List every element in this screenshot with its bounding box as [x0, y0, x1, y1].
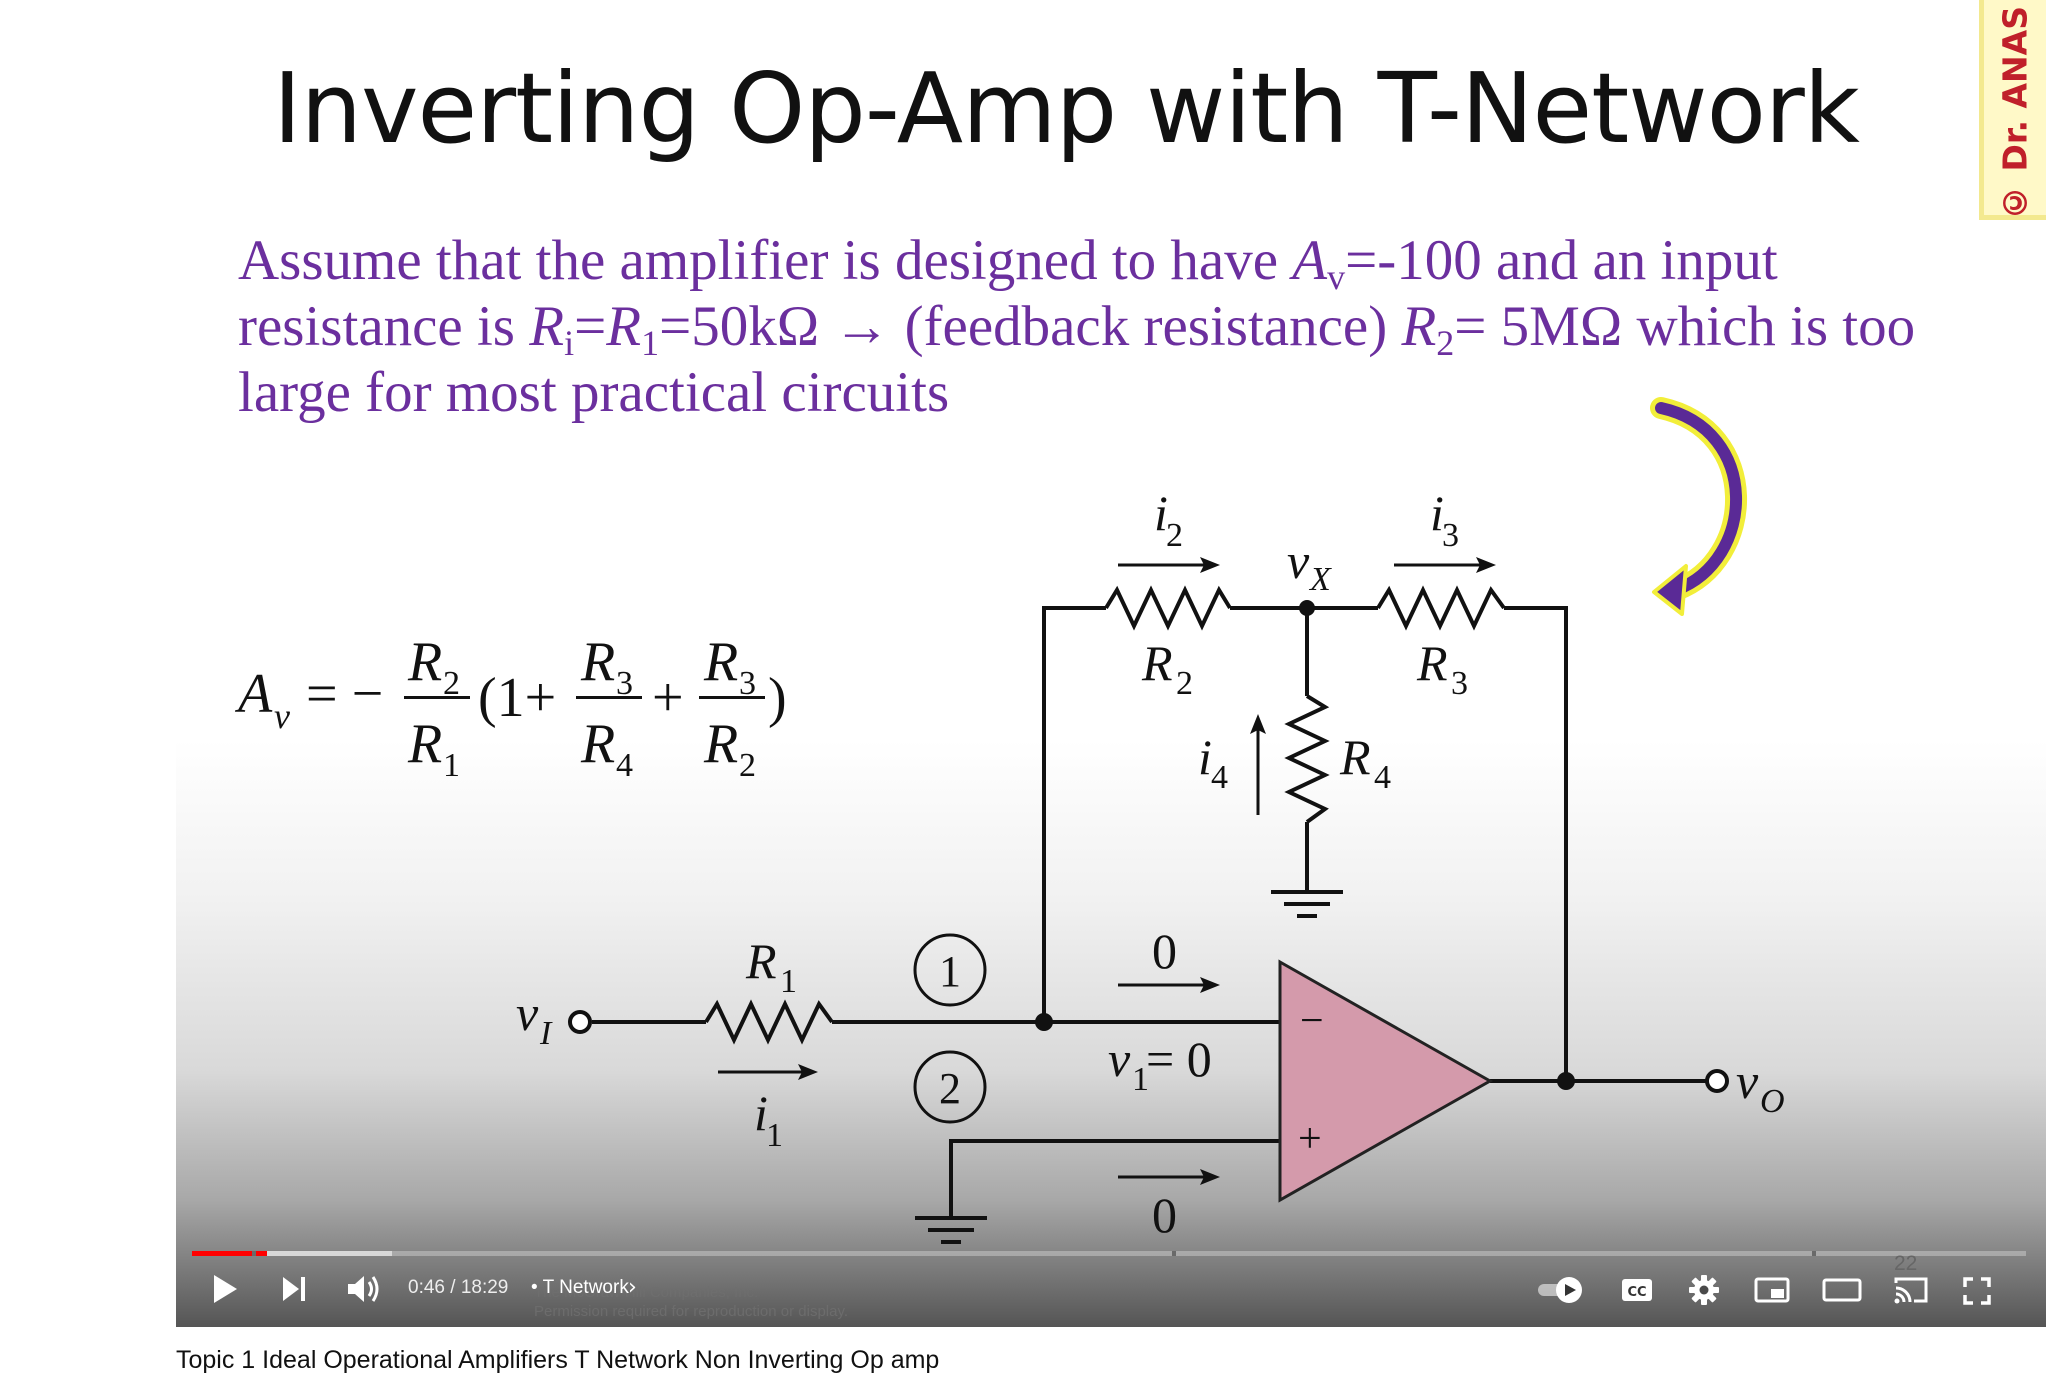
svg-text:R: R [703, 631, 738, 693]
svg-text:= −: = − [306, 663, 383, 725]
resistor-r1 [704, 999, 834, 1045]
svg-text:i: i [1198, 729, 1212, 785]
slide-paragraph: Assume that the amplifier is designed to… [238, 229, 1916, 424]
svg-text:2: 2 [939, 1064, 961, 1113]
curved-arrow-icon [1650, 397, 1747, 616]
svg-text:i: i [1154, 485, 1168, 541]
image-credit: The McGraw-Hill Companies, Inc.Permissio… [534, 1284, 849, 1320]
chapter-marker [1172, 1251, 1176, 1256]
slide-title: Inverting Op-Amp with T-Network [273, 52, 1860, 165]
svg-text:2: 2 [739, 747, 756, 784]
svg-text:v: v [516, 985, 539, 1041]
svg-text:4: 4 [1374, 759, 1391, 796]
ground-symbol-noninv [915, 1216, 987, 1244]
svg-text:0: 0 [1152, 1187, 1177, 1243]
chapter-marker [252, 1251, 256, 1256]
svg-text:1: 1 [939, 947, 961, 996]
svg-text:R: R [1339, 729, 1371, 785]
circuit-labels: i 2 i 3 v X R 2 R 3 R 4 i 4 R 1 v I i 1 … [516, 485, 1785, 1243]
resistor-r4 [1284, 694, 1330, 824]
miniplayer-icon[interactable] [1754, 1276, 1790, 1304]
svg-text:3: 3 [1451, 665, 1468, 702]
svg-text:1: 1 [766, 1117, 783, 1154]
svg-text:R: R [1416, 635, 1448, 691]
svg-text:R: R [1141, 635, 1173, 691]
gain-formula: A v = − R 2 R 1 (1+ R 3 R 4 + R 3 R 2 ) [234, 631, 787, 784]
svg-text:): ) [768, 667, 787, 729]
chapter-title-button[interactable]: • T Network [531, 1277, 629, 1298]
svg-text:R: R [703, 713, 738, 775]
next-icon[interactable] [280, 1274, 308, 1304]
settings-icon[interactable] [1688, 1274, 1720, 1306]
progress-bar[interactable] [192, 1251, 2026, 1256]
svg-text:2: 2 [1176, 665, 1193, 702]
svg-text:v: v [1287, 533, 1310, 589]
play-icon[interactable] [210, 1272, 240, 1306]
svg-text:4: 4 [616, 747, 633, 784]
progress-buffered [192, 1251, 392, 1256]
svg-text:I: I [539, 1015, 553, 1052]
svg-text:+: + [1298, 1116, 1322, 1162]
resistor-r2 [1104, 585, 1232, 631]
watermark-tab: © Dr. ANAS [1979, 0, 2046, 220]
svg-text:(1+: (1+ [478, 667, 556, 729]
svg-text:R: R [407, 631, 442, 693]
svg-text:1: 1 [1132, 1061, 1149, 1098]
svg-text:R: R [407, 713, 442, 775]
svg-text:v: v [274, 696, 290, 736]
svg-text:4: 4 [1211, 759, 1228, 796]
ground-symbol-r4 [1271, 890, 1343, 918]
video-player[interactable]: Inverting Op-Amp with T-Network © Dr. AN… [176, 0, 2046, 1327]
svg-text:A: A [234, 663, 273, 725]
opamp-triangle [1278, 959, 1494, 1203]
svg-text:v: v [1108, 1031, 1131, 1087]
time-display: 0:46 / 18:29 [408, 1277, 509, 1298]
svg-text:O: O [1760, 1083, 1785, 1120]
svg-text:2: 2 [1166, 517, 1183, 554]
svg-text:3: 3 [739, 665, 756, 702]
svg-text:R: R [580, 713, 615, 775]
captions-icon[interactable]: CC [1620, 1276, 1654, 1304]
svg-text:3: 3 [616, 665, 633, 702]
svg-text:−: − [1300, 998, 1324, 1044]
svg-text:1: 1 [443, 747, 460, 784]
svg-text:CC: CC [1627, 1285, 1646, 1300]
slide-number: 22 [1894, 1252, 1918, 1275]
autoplay-icon[interactable] [1536, 1276, 1588, 1304]
svg-text:2: 2 [443, 665, 460, 702]
svg-text:0: 0 [1152, 923, 1177, 979]
resistor-r3 [1376, 585, 1506, 631]
svg-text:+: + [652, 667, 684, 729]
svg-text:i: i [1430, 485, 1444, 541]
chevron-right-icon[interactable]: › [628, 1275, 637, 1300]
svg-text:= 0: = 0 [1146, 1031, 1212, 1087]
svg-text:R: R [580, 631, 615, 693]
circuit-diagram [568, 557, 1729, 1244]
svg-text:X: X [1308, 561, 1332, 598]
svg-text:1: 1 [780, 963, 797, 1000]
svg-text:v: v [1736, 1053, 1759, 1109]
fullscreen-icon[interactable] [1962, 1276, 1992, 1306]
svg-text:3: 3 [1442, 517, 1459, 554]
svg-text:R: R [745, 933, 777, 989]
theater-icon[interactable] [1822, 1276, 1862, 1304]
progress-played [192, 1251, 268, 1256]
chapter-marker [1812, 1251, 1816, 1256]
volume-icon[interactable] [346, 1272, 382, 1306]
video-title: Topic 1 Ideal Operational Amplifiers T N… [176, 1346, 940, 1374]
slide-graphics: A v = − R 2 R 1 (1+ R 3 R 4 + R 3 R 2 ) [234, 397, 1785, 1244]
cast-icon[interactable] [1892, 1274, 1930, 1306]
svg-text:i: i [754, 1085, 768, 1141]
